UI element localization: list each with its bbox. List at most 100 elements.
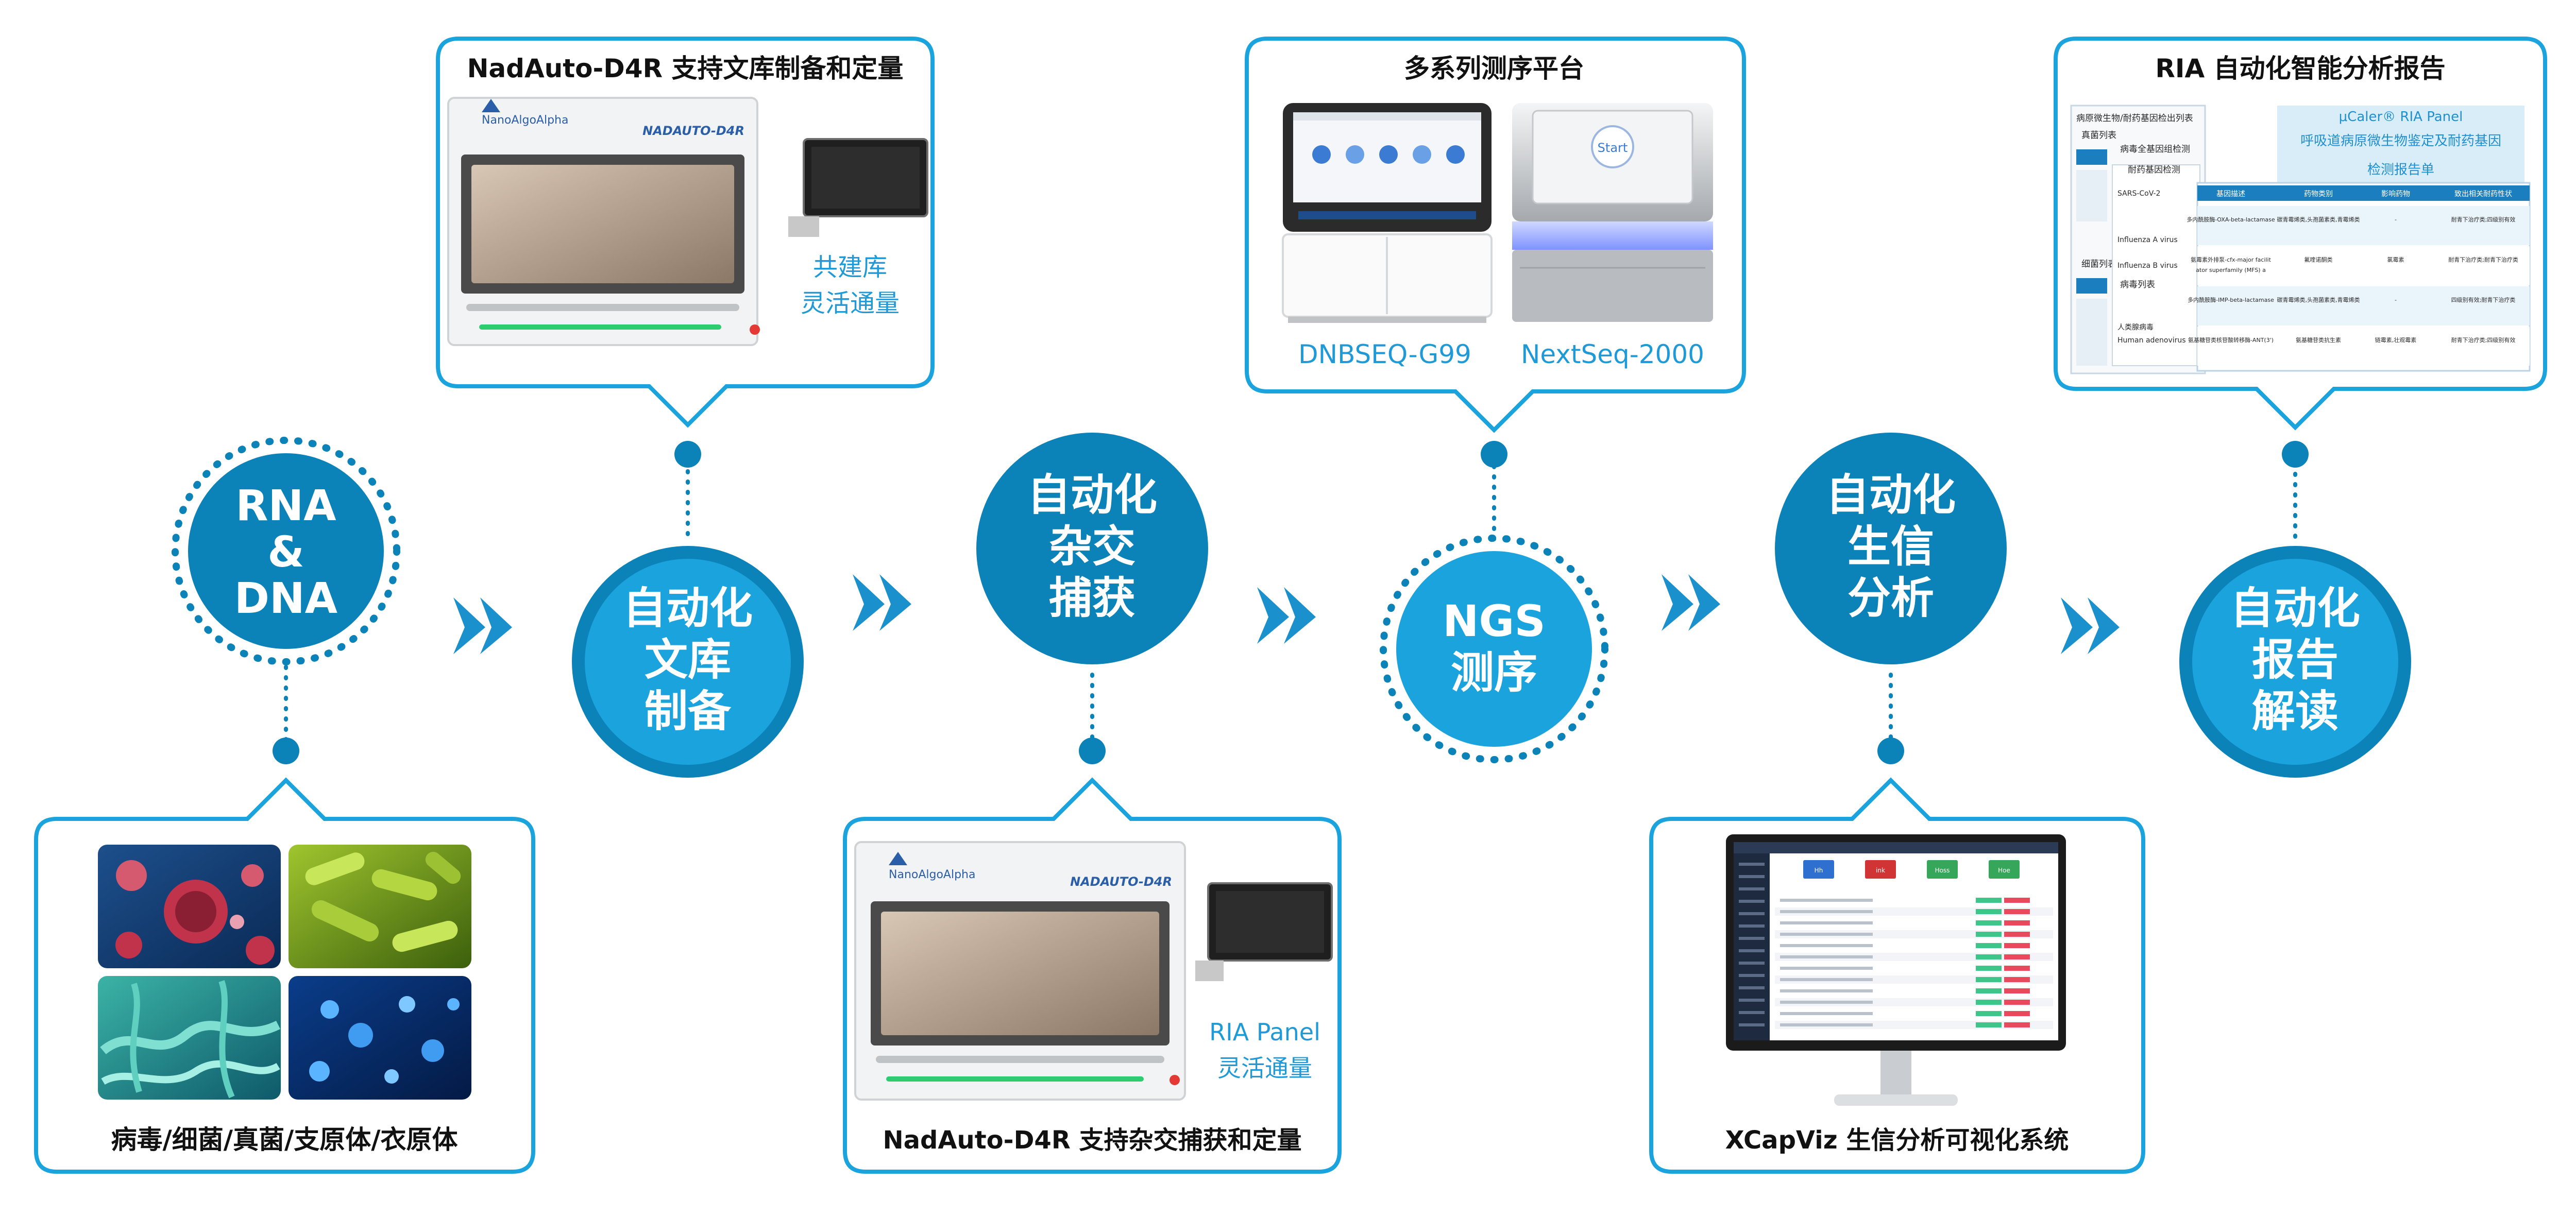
monitor-cell-green (1976, 920, 2002, 925)
report-col-header: 致出相关耐药性状 (2454, 190, 2512, 198)
monitor-cell-red (2004, 1011, 2030, 1016)
report-row (2197, 206, 2530, 245)
monitor-sidebar-item (1739, 863, 1765, 866)
report-row (2197, 286, 2530, 325)
report-mid-text: 人类腺病毒 (2117, 323, 2154, 332)
monitor-cell-green (1976, 1000, 2002, 1005)
monitor-cell-green (1976, 1011, 2002, 1016)
monitor-cell-red (2004, 920, 2030, 925)
mycoplasma-image (289, 976, 471, 1100)
report-side-text: 病毒全基因组检测 (2120, 144, 2190, 155)
monitor-cell-text (1780, 899, 1873, 902)
monitor-button-label: ink (1876, 867, 1885, 874)
library-side-line: 灵活通量 (801, 289, 900, 318)
report-side-text: 病原微生物/耐药基因检出列表 (2076, 113, 2193, 124)
report-cell: ator superfamily (MFS) a (2196, 267, 2266, 273)
card-nadauto-library: NadAuto-D4R 支持文库制备和定量 NanoAlgoAlpha NADA… (436, 37, 935, 428)
step-disc (1396, 551, 1592, 747)
card-ria-report: RIA 自动化智能分析报告 病原微生物/耐药基因检出列表 真菌列表 细菌列表 病… (2054, 37, 2547, 431)
monitor-cell-green (1976, 988, 2002, 993)
device-brand: NanoAlgoAlpha (889, 868, 975, 881)
monitor-cell-text (1780, 1001, 1873, 1004)
step-bioinformatics: 自动化 生信 分析 (1775, 433, 2007, 664)
card-pathogens: 病毒/细菌/真菌/支原体/衣原体 (34, 777, 535, 1174)
report-row (2197, 246, 2530, 285)
monitor-cell-text (1780, 1012, 1873, 1015)
step-line: 杂交 (1049, 521, 1136, 572)
monitor-sidebar-item (1739, 986, 1765, 989)
report-side-text: 真菌列表 (2081, 130, 2116, 141)
monitor-button-label: Hoe (1998, 867, 2010, 874)
step-line: 自动化 (1027, 470, 1157, 520)
report-cell: 耐青下治疗类;耐青下治疗类 (2448, 256, 2518, 263)
step-report: 自动化 报告 解读 (2179, 546, 2411, 778)
report-cell: 氯霉素 (2387, 256, 2404, 263)
card-nadauto-capture: NanoAlgoAlpha NADAUTO-D4R RIA Panel 灵活通量… (843, 777, 1342, 1174)
device-brand: NanoAlgoAlpha (482, 114, 568, 127)
step-line: 解读 (2252, 686, 2338, 736)
step-line: NGS (1443, 596, 1546, 646)
monitor-button (1989, 860, 2020, 879)
step-line: 制备 (645, 686, 732, 736)
monitor-sidebar-item (1739, 974, 1765, 977)
step-line: 自动化 (2230, 583, 2360, 633)
monitor-cell-text (1780, 910, 1873, 913)
monitor-button (1803, 860, 1834, 879)
report-col-header: 基因描述 (2216, 190, 2245, 198)
xcapviz-caption: XCapViz 生信分析可视化系统 (1725, 1126, 2069, 1155)
step-line: 报告 (2252, 635, 2338, 685)
report-cell: 氟喹诺酮类 (2304, 256, 2333, 263)
report-cell: 氨基糖苷类核苷酸转移酶-ANT(3') (2188, 336, 2274, 344)
start-button-label: Start (1598, 141, 1628, 155)
step-line: RNA (235, 482, 336, 530)
chevron-arrow-icon (1662, 574, 1720, 631)
library-side-line: 共建库 (813, 253, 887, 282)
sequencers-card-title: 多系列测序平台 (1404, 54, 1584, 83)
report-cell: 碳青霉烯类,头孢菌素类,青霉烯类 (2277, 216, 2360, 223)
report-cell: 耐青下治疗类;四级别有效 (2451, 216, 2516, 223)
nextseq-device-image: Start (1512, 103, 1713, 322)
report-cell: 氨基糖苷类抗生素 (2296, 336, 2341, 344)
capture-side-line: RIA Panel (1209, 1018, 1320, 1046)
monitor-button (1927, 860, 1958, 879)
monitor-button (1865, 860, 1896, 879)
report-side-text: 病毒列表 (2120, 280, 2155, 290)
step-line: 测序 (1451, 647, 1537, 698)
monitor-cell-text (1780, 944, 1873, 947)
connector-dot (674, 441, 701, 468)
device-model: NADAUTO-D4R (642, 124, 744, 138)
monitor-cell-text (1780, 1023, 1873, 1026)
card-sequencers: 多系列测序平台 Start DNBSEQ-G99 NextS (1245, 37, 1746, 433)
report-front-page: μCaler® RIA Panel 呼吸道病原微生物鉴定及耐药基因 检测报告单 … (2187, 106, 2531, 372)
monitor-cell-green (1976, 1022, 2002, 1027)
virus-image (98, 845, 281, 968)
report-col-header: 药物类别 (2304, 190, 2333, 198)
monitor-cell-text (1780, 967, 1873, 970)
step-rna-dna: RNA & DNA (172, 437, 400, 665)
dnbseq-device-image (1282, 103, 1493, 323)
report-cell: - (2395, 297, 2397, 303)
monitor-cell-green (1976, 932, 2002, 937)
flow-arrows (453, 574, 2120, 654)
report-cell: 四级别有效;耐青下治疗类 (2451, 296, 2516, 303)
device-model: NADAUTO-D4R (1070, 875, 1172, 889)
monitor-sidebar-item (1739, 937, 1765, 940)
monitor-cell-text (1780, 989, 1873, 992)
monitor-table (1739, 863, 2053, 1029)
step-ngs-sequencing: NGS 测序 (1380, 535, 1608, 763)
monitor-cell-red (2004, 898, 2030, 903)
monitor-cell-red (2004, 1022, 2030, 1027)
report-cell: 氨霉素外排泵-cfx-major facilit (2191, 256, 2271, 263)
connector-dot (2282, 441, 2309, 468)
brand-logo-icon (889, 852, 907, 865)
step-line: 自动化 (1826, 470, 1956, 520)
report-header-line: 检测报告单 (2367, 162, 2434, 178)
monitor-button-label: Hoss (1935, 867, 1950, 874)
connector-dot (1481, 441, 1507, 468)
step-library-prep: 自动化 文库 制备 (572, 546, 804, 778)
